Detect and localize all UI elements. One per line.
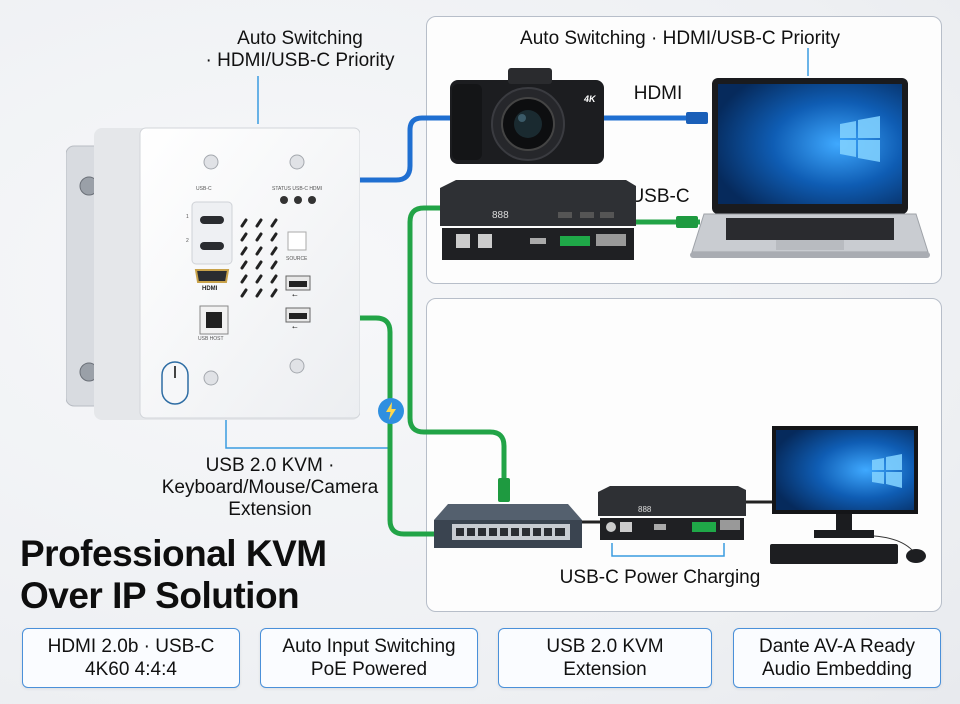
usb-host-label: USB HOST xyxy=(198,336,224,342)
network-cable-transmitter xyxy=(407,205,507,500)
transmitter-display: 888 xyxy=(492,210,509,221)
feature-box-auto-switching: Auto Input Switching PoE Powered xyxy=(260,628,478,688)
callout-wallplate-bottom: USB 2.0 KVM · Keyboard/Mouse/Camera Exte… xyxy=(150,455,390,521)
lightning-bolt-icon xyxy=(378,398,404,424)
usb-trident-icon: ⭠ xyxy=(292,324,298,331)
hdmi-port-label: HDMI xyxy=(202,286,218,292)
camera-4k-badge: 4K xyxy=(583,94,597,104)
usb-trident-icon: ⭠ xyxy=(292,292,298,299)
title-line1: Professional KVM xyxy=(20,533,327,574)
feature-line2: Extension xyxy=(563,659,647,680)
power-charging-label: USB-C Power Charging xyxy=(559,567,761,588)
callout-line1: USB 2.0 KVM · xyxy=(205,455,335,476)
network-cable-wallplate xyxy=(358,315,440,537)
windows-logo-icon xyxy=(840,116,880,162)
usbc-cable-label: USB-C xyxy=(630,186,690,207)
wall-plate-device: USB-C 1 2 STATUS USB-C HDMI SOURCE HDMI … xyxy=(65,126,361,422)
title-line2: Over IP Solution xyxy=(20,575,300,616)
callout-line2: Keyboard/Mouse/Camera xyxy=(161,477,379,498)
port1-label: 1 xyxy=(186,214,189,220)
transmitter-device: 888 xyxy=(440,180,636,260)
feature-line2: Audio Embedding xyxy=(762,659,912,680)
usbc-connector xyxy=(676,216,698,228)
hdmi-cable-wallplate xyxy=(357,115,459,183)
feature-box-hdmi-usbc: HDMI 2.0b · USB-C 4K60 4:4:4 xyxy=(22,628,240,688)
feature-line2: 4K60 4:4:4 xyxy=(85,659,177,680)
hdmi-connector xyxy=(686,112,708,124)
receiver-display: 888 xyxy=(638,505,652,514)
usbc-port-label: USB-C xyxy=(196,186,212,192)
laptop-device xyxy=(690,78,930,258)
camera-device: 4K xyxy=(450,68,604,164)
callout-line3: Extension xyxy=(228,499,312,520)
feature-line1: USB 2.0 KVM xyxy=(546,636,664,657)
feature-line1: Auto Input Switching xyxy=(282,636,456,657)
receiver-device: 888 xyxy=(598,486,746,540)
status-leds-label: STATUS USB-C HDMI xyxy=(272,186,323,192)
feature-box-usb-kvm: USB 2.0 KVM Extension xyxy=(498,628,712,688)
source-button[interactable]: SOURCE xyxy=(286,256,308,262)
callout-wallplate-top: Auto Switching · HDMI/USB-C Priority xyxy=(170,28,430,72)
desktop-monitor-device xyxy=(770,426,926,564)
feature-line1: Dante AV-A Ready xyxy=(759,636,915,657)
callout-line2: · HDMI/USB-C Priority xyxy=(205,50,395,71)
port2-label: 2 xyxy=(186,238,189,244)
network-switch-device xyxy=(434,504,582,548)
feature-line2: PoE Powered xyxy=(310,659,428,680)
page-title: Professional KVM Over IP Solution xyxy=(20,533,327,617)
feature-line1: HDMI 2.0b · USB-C xyxy=(47,636,215,657)
windows-logo-icon xyxy=(872,454,902,488)
wall-plate-body xyxy=(65,127,361,420)
callout-line-power-charging xyxy=(611,543,725,557)
callout-line1: Auto Switching xyxy=(237,28,363,49)
hdmi-cable-label: HDMI xyxy=(633,83,683,104)
top-panel-title: Auto Switching · HDMI/USB-C Priority xyxy=(520,28,840,49)
feature-box-dante: Dante AV-A Ready Audio Embedding xyxy=(733,628,941,688)
